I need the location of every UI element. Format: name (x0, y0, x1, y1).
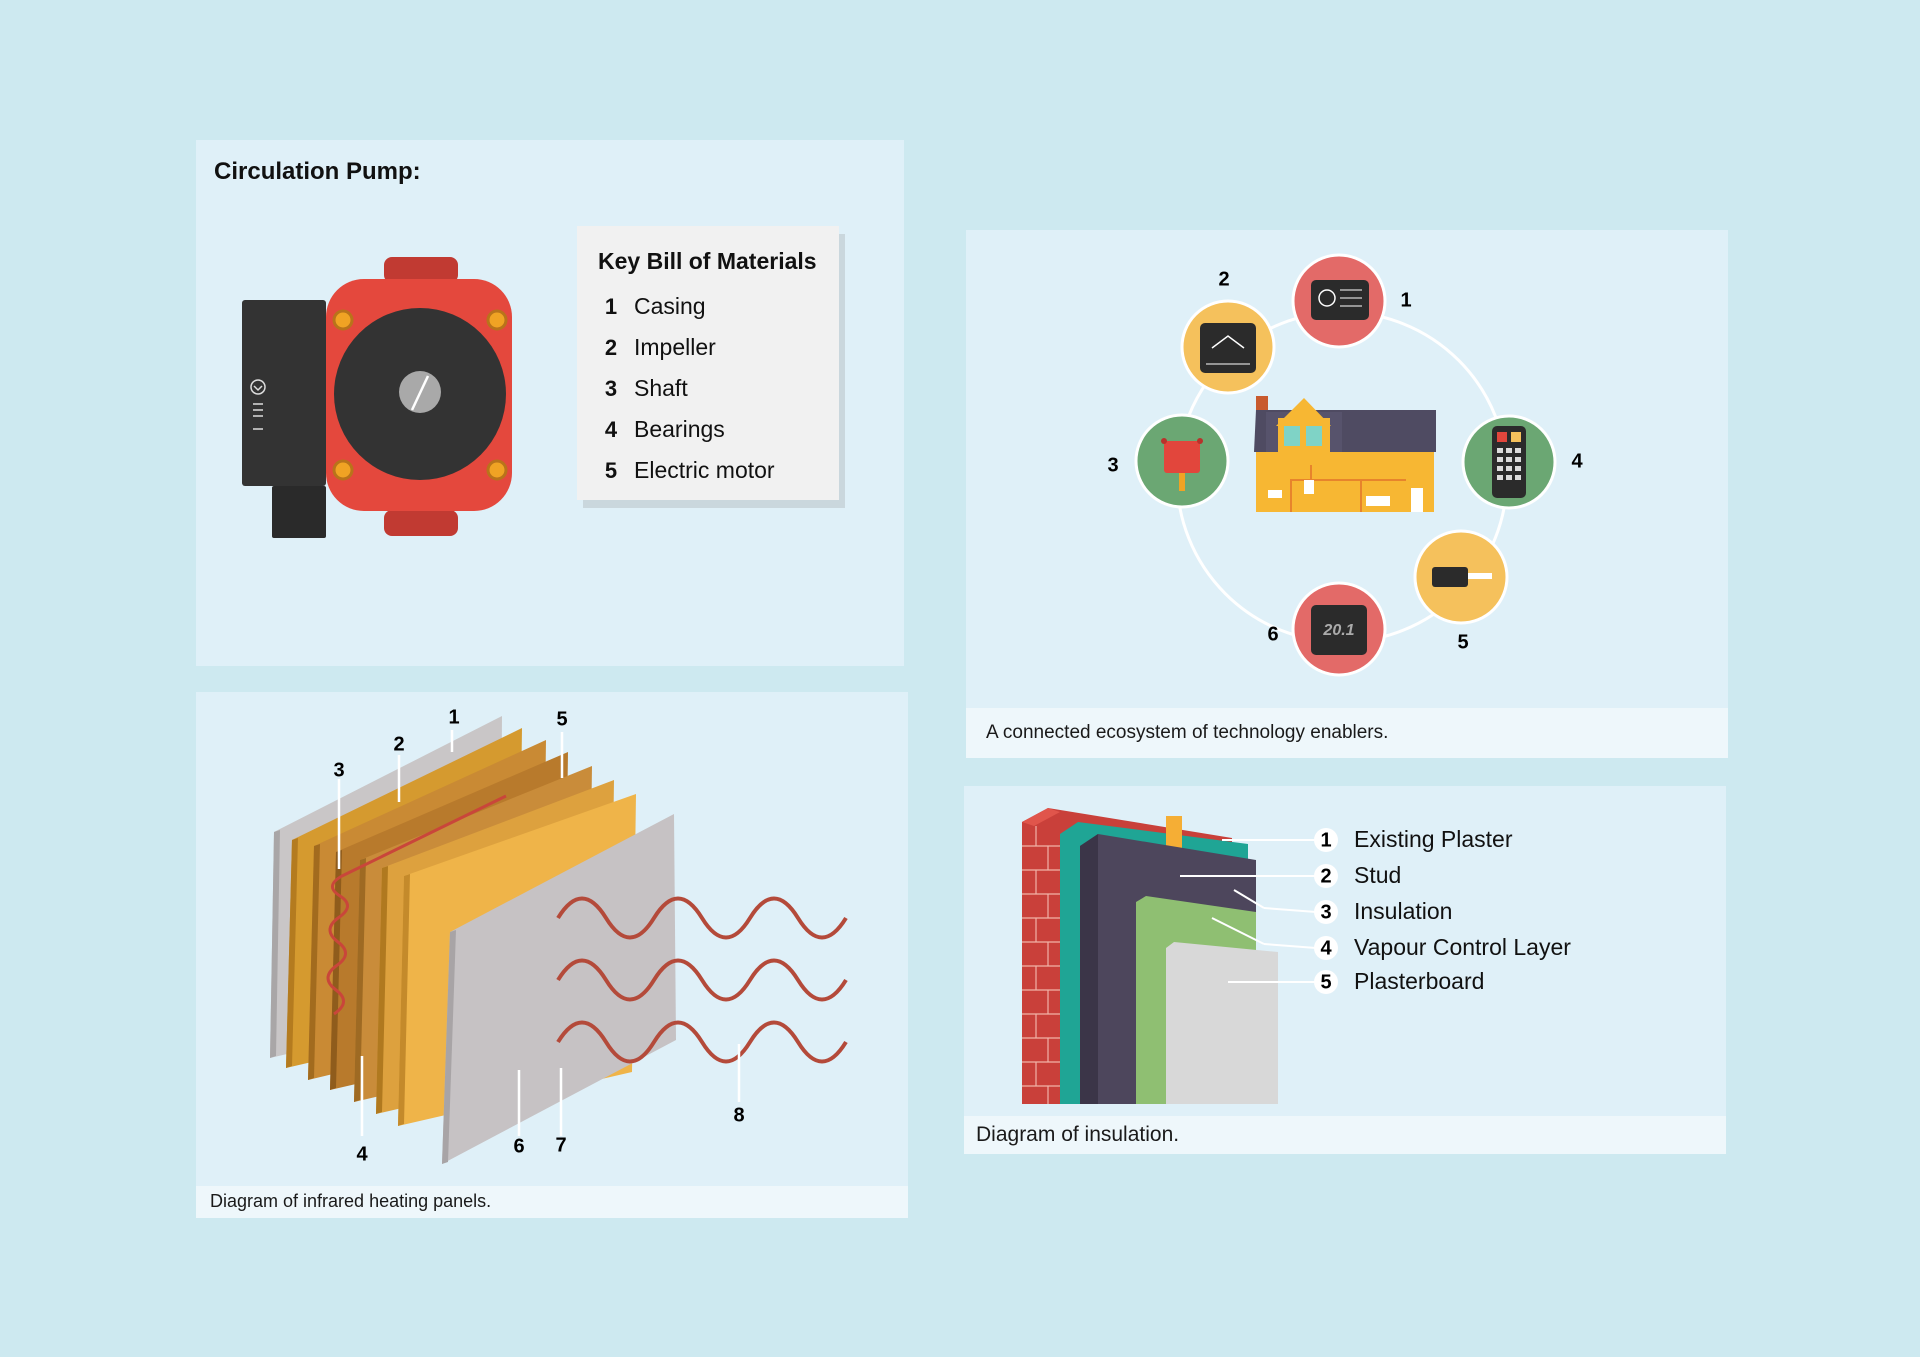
bom-item-number: 2 (604, 334, 618, 360)
node-label-6: 6 (1267, 623, 1278, 645)
infrared-label-5: 5 (556, 708, 567, 730)
bolt (486, 309, 508, 331)
bom-item-label: Bearings (634, 416, 725, 442)
insulation-item-label: Plasterboard (1354, 968, 1484, 994)
insulation-caption: Diagram of insulation. (976, 1123, 1180, 1146)
infrared-label-8: 8 (733, 1104, 744, 1126)
infrared-caption: Diagram of infrared heating panels. (210, 1191, 492, 1211)
infrared-label-7: 7 (555, 1134, 566, 1156)
node-label-2: 2 (1218, 268, 1229, 290)
insulation-diagram: 1 Existing Plaster 2 Stud 3 Insulation 4… (1022, 808, 1571, 1104)
ecosystem-caption-bar: A connected ecosystem of technology enab… (966, 708, 1728, 758)
bom-item-label: Electric motor (634, 457, 775, 483)
motor-box (242, 300, 326, 486)
thermostat-reading: 20.1 (1322, 622, 1354, 639)
pump-panel: Circulation Pump: (196, 140, 904, 666)
infrared-label-2: 2 (393, 733, 404, 755)
bolt (486, 459, 508, 481)
bom-item-number: 1 (604, 293, 618, 319)
bottom-flange (384, 510, 458, 536)
bom-item: 3 Shaft (596, 368, 775, 409)
bom-item-number: 4 (604, 416, 618, 442)
infrared-caption-bar: Diagram of infrared heating panels. (196, 1186, 908, 1218)
bom-item-label: Impeller (634, 334, 716, 360)
heating-element (326, 794, 507, 1016)
infrared-label-6: 6 (513, 1135, 524, 1157)
infrared-label-4: 4 (356, 1143, 368, 1165)
indicator-lines (253, 403, 263, 430)
bom-item: 1 Casing (596, 286, 775, 327)
layer-plasterboard (1166, 942, 1278, 1104)
bom-list: 1 Casing 2 Impeller 3 Shaft 4 Bearings 5… (596, 286, 775, 491)
node-smart-meter[interactable] (1291, 253, 1387, 349)
insulation-item-label: Stud (1354, 862, 1401, 888)
insulation-item-number: 2 (1320, 865, 1331, 887)
node-label-4: 4 (1571, 450, 1583, 472)
bom-item: 5 Electric motor (596, 450, 775, 491)
power-icon (250, 379, 266, 395)
insulation-item-label: Vapour Control Layer (1354, 934, 1571, 960)
node-valve-actuator[interactable] (1413, 529, 1509, 625)
node-home-hub[interactable] (1180, 299, 1276, 395)
node-remote-control[interactable] (1461, 414, 1557, 510)
panel-layers (270, 716, 676, 1164)
bom-item: 2 Impeller (596, 327, 775, 368)
infrared-diagram: 1 2 3 4 5 6 7 8 (270, 706, 848, 1165)
insulation-item-number: 1 (1320, 829, 1331, 851)
node-label-5: 5 (1457, 631, 1468, 653)
motor-plug (272, 486, 326, 538)
insulation-legend: 1 Existing Plaster 2 Stud 3 Insulation 4… (1314, 826, 1571, 994)
bom-item-number: 3 (604, 375, 618, 401)
infrared-waves (556, 896, 848, 1064)
bom-card (577, 226, 845, 508)
node-thermostat[interactable]: 20.1 (1291, 581, 1387, 677)
bom-item-label: Casing (634, 293, 706, 319)
insulation-item-number: 3 (1320, 901, 1331, 923)
insulation-item-label: Insulation (1354, 898, 1452, 924)
bolt (332, 459, 354, 481)
bom-title: Key Bill of Materials (598, 248, 817, 274)
bom-item-label: Shaft (634, 375, 688, 401)
insulation-caption-bar: Diagram of insulation. (964, 1116, 1726, 1154)
infrared-label-3: 3 (333, 759, 344, 781)
node-label-3: 3 (1107, 454, 1118, 476)
house-icon (1254, 396, 1436, 512)
ecosystem-panel: 20.1 1 2 3 4 5 6 A connected ecosystem o… (966, 230, 1728, 758)
bolt (332, 309, 354, 331)
insulation-panel: 1 Existing Plaster 2 Stud 3 Insulation 4… (964, 786, 1726, 1154)
top-flange (384, 257, 458, 283)
infrared-panel: 1 2 3 4 5 6 7 8 Diagram of infrared heat… (196, 692, 908, 1218)
node-label-1: 1 (1400, 289, 1411, 311)
pump-title: Circulation Pump: (214, 158, 421, 185)
infrared-label-1: 1 (448, 706, 459, 728)
insulation-item-number: 5 (1320, 971, 1331, 993)
pump-illustration (242, 226, 845, 538)
insulation-item-number: 4 (1320, 937, 1332, 959)
bom-item-number: 5 (604, 457, 618, 483)
ecosystem-diagram: 20.1 1 2 3 4 5 6 (1107, 253, 1583, 677)
bom-item: 4 Bearings (596, 409, 775, 450)
insulation-item-label: Existing Plaster (1354, 826, 1513, 852)
node-sensor[interactable] (1134, 413, 1230, 509)
ecosystem-caption: A connected ecosystem of technology enab… (986, 722, 1389, 743)
